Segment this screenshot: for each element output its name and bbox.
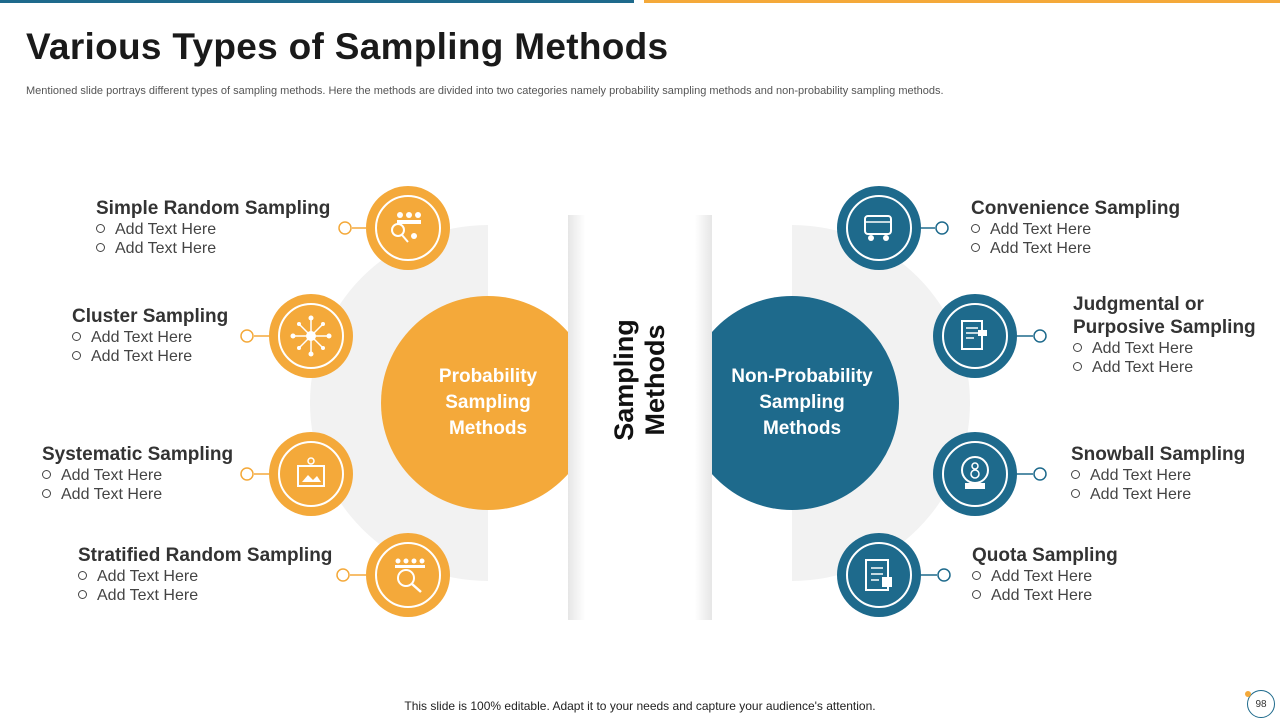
method-title: Convenience Sampling <box>971 198 1181 219</box>
method-title: Quota Sampling <box>972 545 1118 566</box>
page-number-dot <box>1245 691 1251 697</box>
list-item: Add Text Here <box>1071 485 1245 504</box>
checklist-clipboard-icon <box>837 533 921 617</box>
method-title: Stratified Random Sampling <box>78 545 333 566</box>
method-title-line2: Purposive Sampling <box>1073 317 1256 338</box>
bullet-icon <box>1071 470 1080 479</box>
probability-line1: Probability <box>438 366 538 387</box>
method-title: Simple Random Sampling <box>96 198 331 219</box>
probability-line2: Sampling <box>445 392 531 413</box>
list-item: Add Text Here <box>72 347 228 366</box>
gavel-document-icon <box>933 294 1017 378</box>
system-gear-screen-icon <box>269 432 353 516</box>
snow-globe-icon <box>933 432 1017 516</box>
footer-note: This slide is 100% editable. Adapt it to… <box>404 699 876 713</box>
bullet-icon <box>1073 362 1082 371</box>
quota-sampling: Quota Sampling Add Text Here Add Text He… <box>972 544 1118 605</box>
list-item: Add Text Here <box>78 586 332 605</box>
top-accent-bar-orange <box>644 0 1280 3</box>
list-item: Add Text Here <box>1071 466 1245 485</box>
list-item: Add Text Here <box>42 466 233 485</box>
bullet-icon <box>42 470 51 479</box>
people-selection-icon <box>366 186 450 270</box>
bullet-icon <box>971 243 980 252</box>
center-label-line2: Methods <box>640 324 670 436</box>
non-probability-hub-label: Non-Probability Sampling Methods <box>712 353 892 453</box>
bullet-icon <box>72 351 81 360</box>
list-item: Add Text Here <box>972 586 1118 605</box>
non-probability-line2: Sampling <box>759 392 845 413</box>
center-label: Sampling Methods <box>609 280 671 480</box>
bullet-icon <box>78 590 87 599</box>
stratified-random-sampling: Stratified Random Sampling Add Text Here… <box>78 544 332 605</box>
right-connectors <box>920 221 1047 582</box>
cluster-network-icon <box>269 294 353 378</box>
convenience-cart-icon <box>837 186 921 270</box>
group-magnifier-icon <box>366 533 450 617</box>
center-band <box>568 215 712 620</box>
bullet-icon <box>72 332 81 341</box>
list-item: Add Text Here <box>42 485 233 504</box>
probability-line3: Methods <box>448 418 528 439</box>
bullet-icon <box>1073 343 1082 352</box>
judgmental-sampling: Judgmental or Purposive Sampling Add Tex… <box>1073 293 1256 377</box>
list-item: Add Text Here <box>96 220 330 239</box>
bullet-icon <box>971 224 980 233</box>
list-item: Add Text Here <box>96 239 330 258</box>
list-item: Add Text Here <box>972 567 1118 586</box>
bullet-icon <box>42 489 51 498</box>
method-title: Cluster Sampling <box>72 306 229 327</box>
bullet-icon <box>96 224 105 233</box>
non-probability-line3: Methods <box>762 418 842 439</box>
convenience-sampling: Convenience Sampling Add Text Here Add T… <box>971 197 1180 258</box>
center-label-line1: Sampling <box>609 319 639 441</box>
method-title: Systematic Sampling <box>42 444 234 465</box>
bullet-icon <box>972 571 981 580</box>
snowball-sampling: Snowball Sampling Add Text Here Add Text… <box>1071 443 1245 504</box>
list-item: Add Text Here <box>1073 339 1256 358</box>
method-title: Snowball Sampling <box>1071 444 1246 465</box>
left-connectors <box>240 221 366 582</box>
probability-hub <box>381 296 595 510</box>
non-probability-hub <box>685 296 899 510</box>
list-item: Add Text Here <box>78 567 332 586</box>
bullet-icon <box>1071 489 1080 498</box>
cluster-sampling: Cluster Sampling Add Text Here Add Text … <box>72 305 228 366</box>
list-item: Add Text Here <box>971 220 1180 239</box>
probability-hub-label: Probability Sampling Methods <box>408 353 568 453</box>
simple-random-sampling: Simple Random Sampling Add Text Here Add… <box>96 197 330 258</box>
list-item: Add Text Here <box>971 239 1180 258</box>
list-item: Add Text Here <box>1073 358 1256 377</box>
top-accent-bar-blue <box>0 0 634 3</box>
slide-subtitle: Mentioned slide portrays different types… <box>26 85 944 97</box>
systematic-sampling: Systematic Sampling Add Text Here Add Te… <box>42 443 233 504</box>
non-probability-line1: Non-Probability <box>731 366 873 387</box>
bullet-icon <box>96 243 105 252</box>
list-item: Add Text Here <box>72 328 228 347</box>
slide-title: Various Types of Sampling Methods <box>26 26 669 67</box>
bullet-icon <box>972 590 981 599</box>
method-title-line1: Judgmental or <box>1073 294 1204 315</box>
bullet-icon <box>78 571 87 580</box>
page-number: 98 <box>1247 690 1275 718</box>
